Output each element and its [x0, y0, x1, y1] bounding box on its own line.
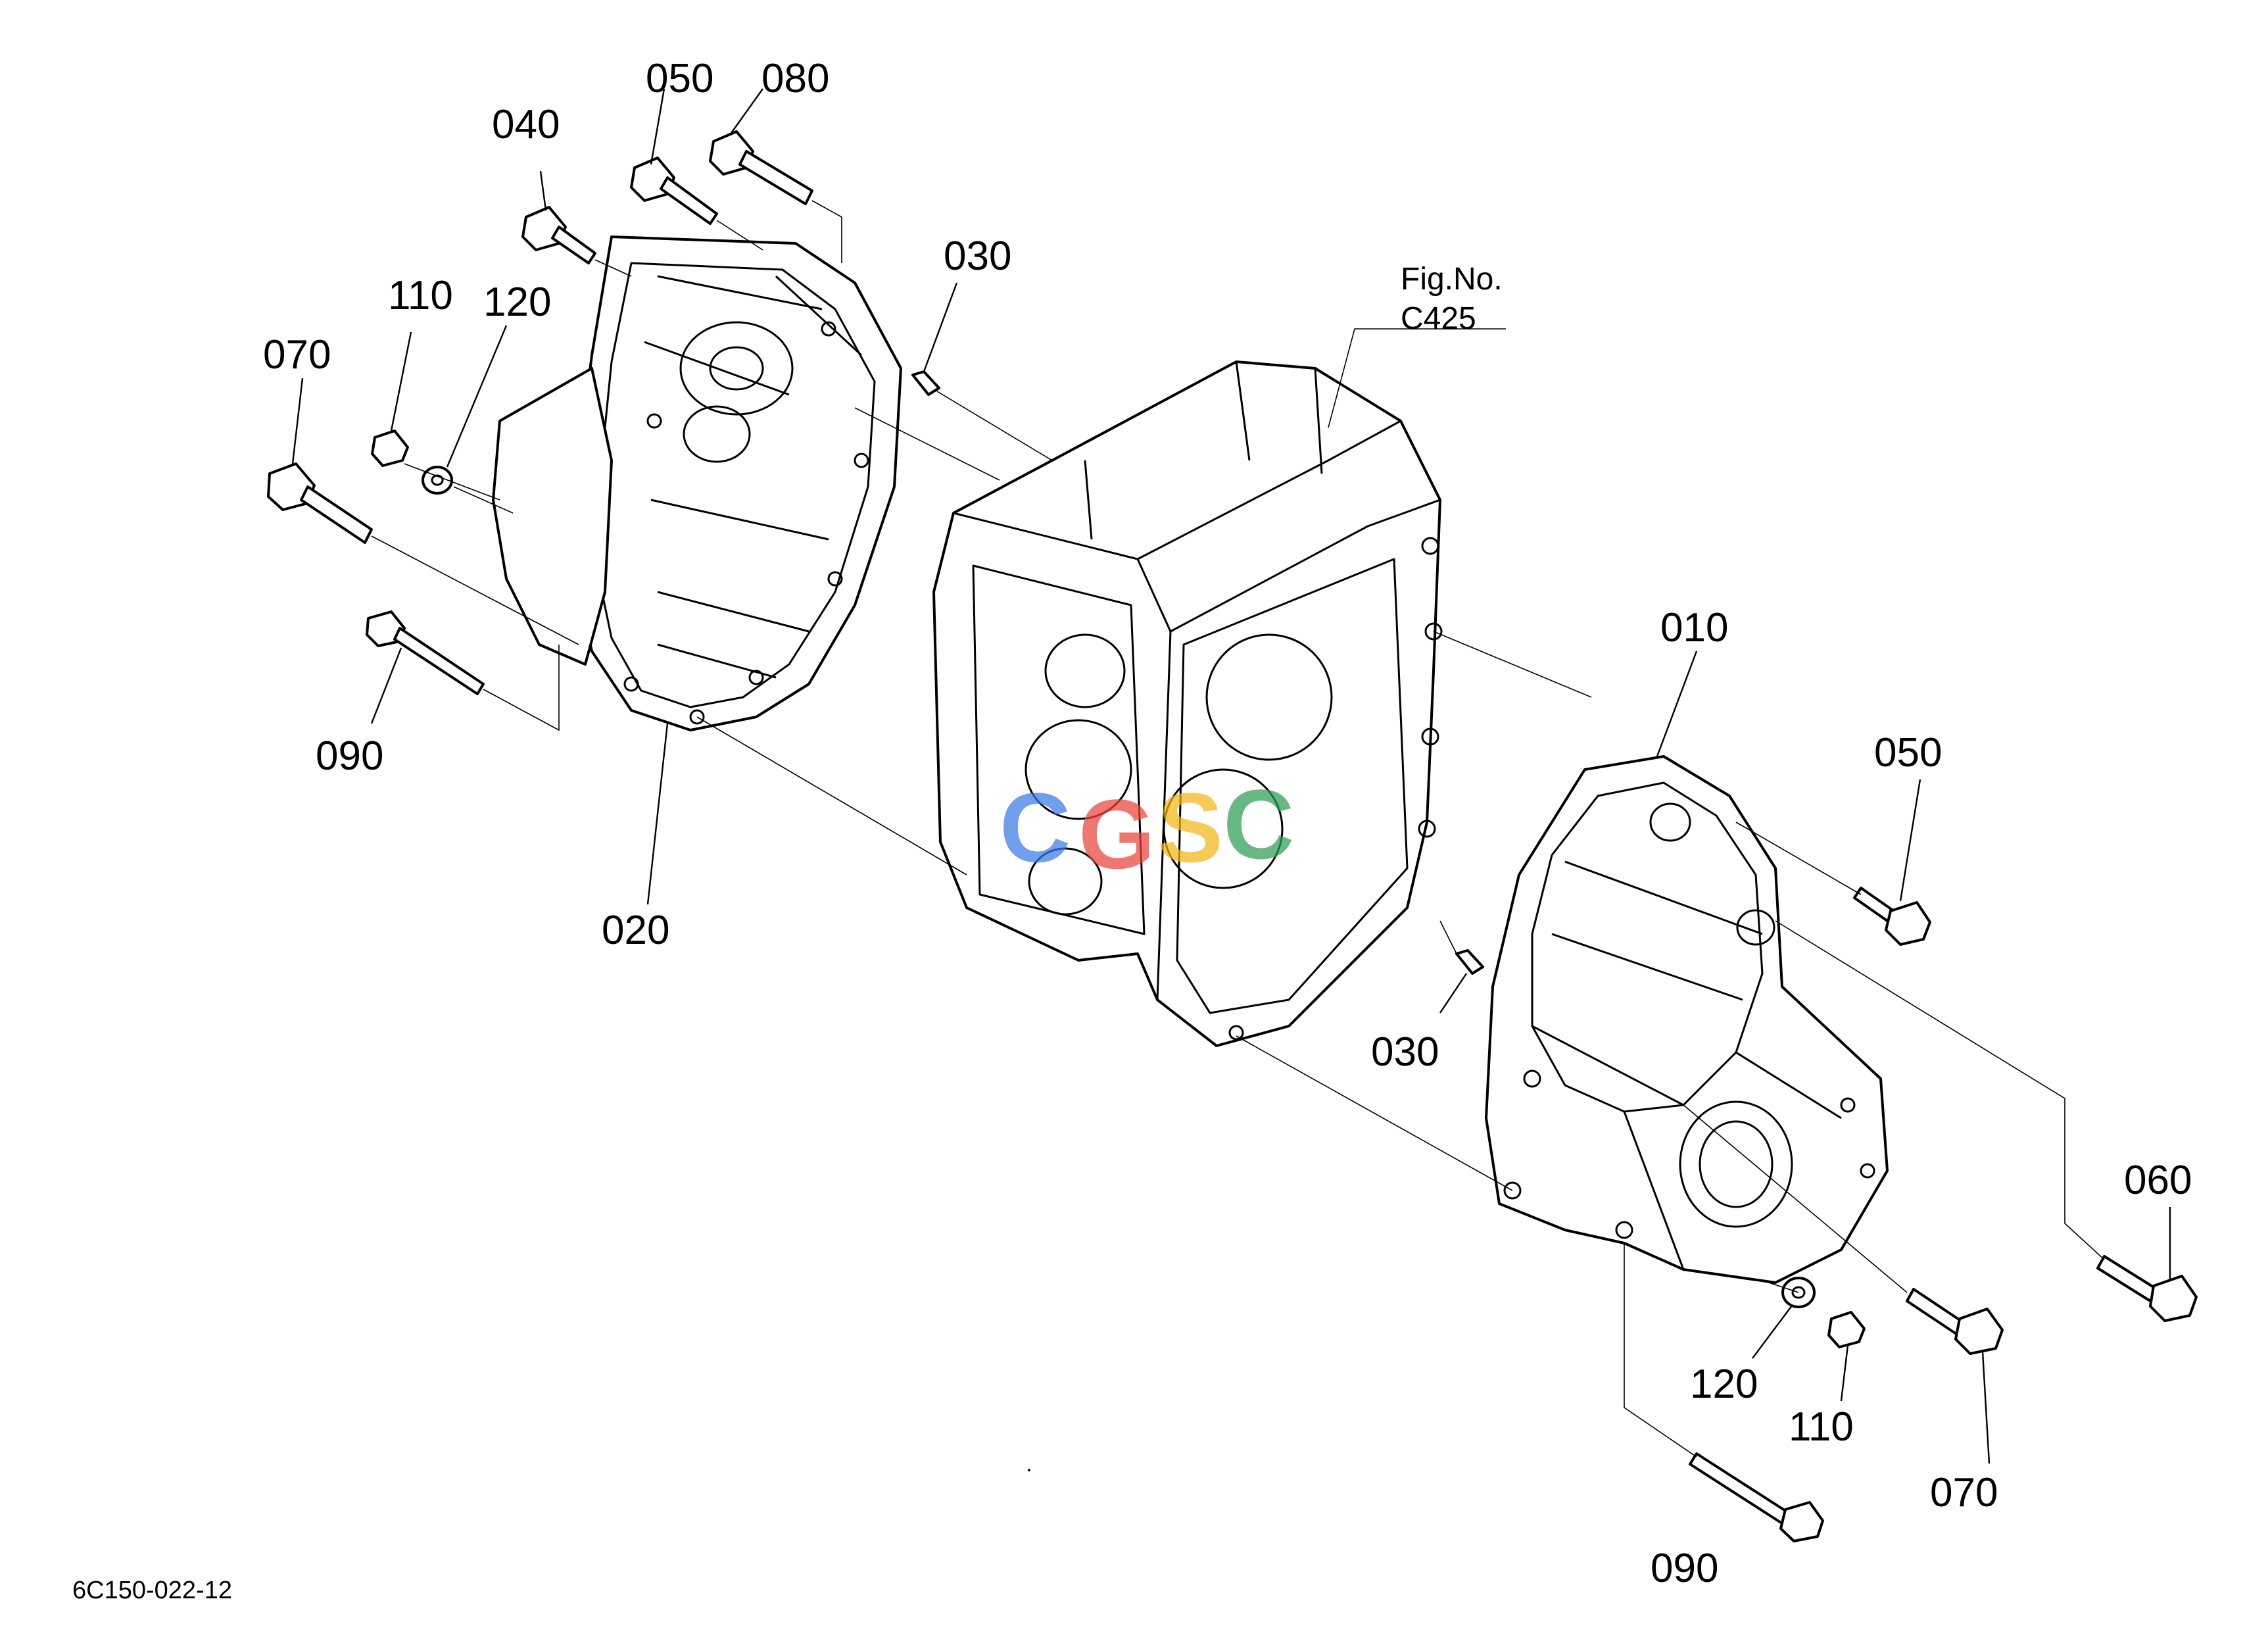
- callout-030-top: 030: [944, 234, 1011, 279]
- watermark-letter-s: S: [1157, 772, 1223, 883]
- callout-120-right: 120: [1690, 1362, 1758, 1407]
- watermark: C G S C: [1000, 769, 1294, 889]
- left-cover-020: [492, 235, 902, 731]
- callout-120-left: 120: [483, 280, 551, 325]
- figure-ref-line2: C425: [1401, 301, 1476, 336]
- watermark-letter-g: G: [1078, 779, 1155, 889]
- bolt-040: [521, 206, 596, 264]
- bolt-060: [2096, 1255, 2198, 1322]
- callout-110-left: 110: [388, 273, 453, 318]
- transmission-case: [932, 360, 1443, 1047]
- callout-090-right: 090: [1651, 1546, 1718, 1591]
- stray-dot: [1028, 1469, 1030, 1471]
- assembly-lines: [371, 200, 2105, 1458]
- callout-070-right: 070: [1930, 1470, 1998, 1515]
- callout-labels: 040 050 080 030 110 120 070 090 020 010 …: [72, 56, 2192, 1604]
- callout-030-bottom: 030: [1371, 1029, 1439, 1075]
- bolt-080: [709, 130, 813, 205]
- bolt-090-right: [1689, 1452, 1824, 1542]
- callout-010: 010: [1660, 605, 1728, 651]
- drawing-code: 6C150-022-12: [72, 1577, 232, 1604]
- bolt-070-right: [1906, 1288, 2004, 1355]
- bolt-110-right: [1827, 1311, 1866, 1348]
- callout-050-right: 050: [1874, 730, 1942, 775]
- callout-070-left: 070: [263, 332, 331, 378]
- callout-090-left: 090: [316, 733, 383, 779]
- callout-110-right: 110: [1789, 1404, 1854, 1450]
- callout-leaders: [291, 88, 2171, 1464]
- pin-030-top: [911, 370, 940, 396]
- figure-ref-line1: Fig.No.: [1401, 262, 1503, 297]
- bolt-050-right: [1853, 887, 1931, 946]
- watermark-letter-c2: C: [1223, 769, 1294, 879]
- watermark-letter-c1: C: [1000, 772, 1071, 883]
- bolt-070-left: [267, 462, 373, 544]
- bolt-050-top: [630, 157, 718, 225]
- callout-020: 020: [602, 908, 669, 953]
- bolt-110-left: [371, 430, 409, 467]
- right-cover-010: [1485, 755, 1889, 1284]
- callout-040: 040: [492, 102, 560, 147]
- callout-080: 080: [761, 56, 829, 101]
- bolt-090-left: [366, 610, 485, 695]
- callout-050-top: 050: [646, 56, 713, 101]
- pin-030-bottom: [1455, 949, 1484, 975]
- callout-060: 060: [2124, 1158, 2192, 1203]
